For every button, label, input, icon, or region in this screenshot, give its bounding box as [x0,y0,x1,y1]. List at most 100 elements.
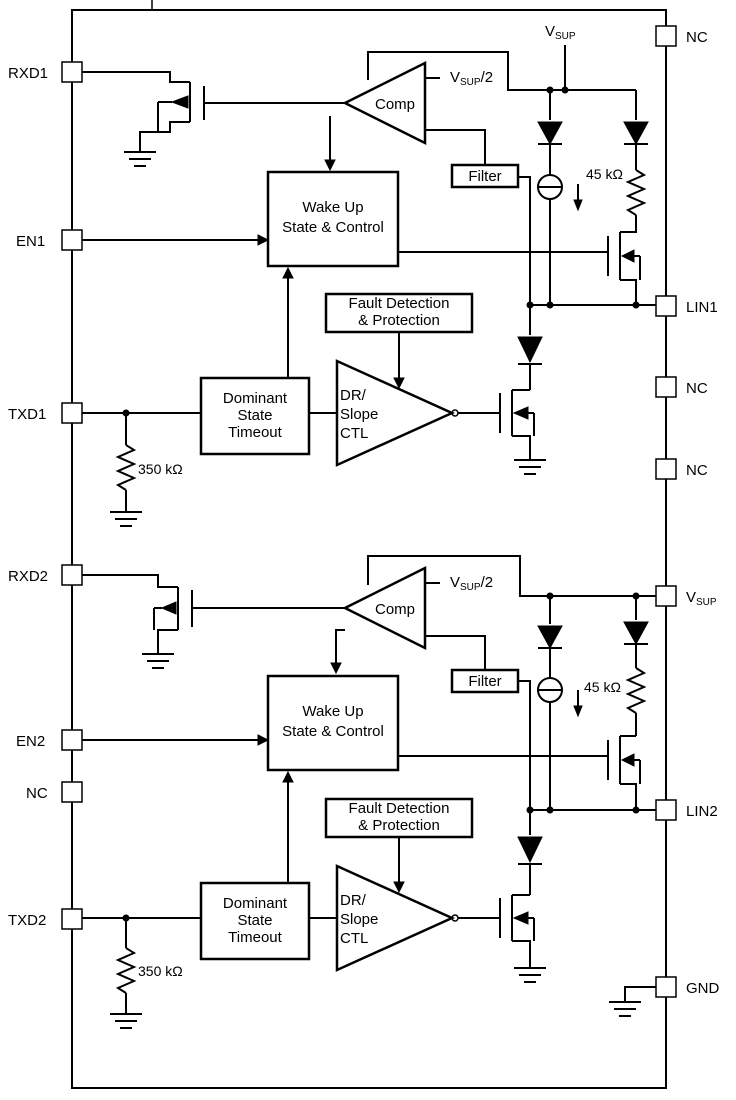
pin-nc-1: NC [655,25,708,47]
pin-rxd1: RXD1 [8,61,83,83]
ground-icon [142,653,174,669]
fault-1-line1: Fault Detection [349,295,450,312]
pin-lin1-label: LIN1 [686,299,718,316]
wake-up-block-1 [266,170,400,268]
pin-en2-label: EN2 [16,733,45,750]
diode-icon [623,121,649,146]
pin-en2: EN2 [16,729,83,751]
fault-2-line1: Fault Detection [349,800,450,817]
wake-up-1-line2: State & Control [282,219,384,236]
current-arrow-icon [573,705,583,718]
pin-txd2: TXD2 [8,908,83,930]
comparator-1-label: Comp [375,96,415,113]
dom-1-line1: Dominant [223,390,288,407]
resistor-350k-1 [115,444,137,491]
comparator-2 [342,565,427,651]
fault-detection-1 [324,292,474,334]
rxd1-wire [82,71,190,83]
resistor-45k-1-label: 45 kΩ [586,166,623,182]
dominant-timeout-2 [199,881,311,961]
wake-up-2-line2: State & Control [282,723,384,740]
pin-nc-3: NC [655,458,708,480]
resistor-350k-2-label: 350 kΩ [138,963,183,979]
comp1-to-wake-arrow [324,159,336,172]
dr-1-line3: CTL [340,425,368,442]
pin-nc-left-label: NC [26,785,48,802]
pin-txd1-label: TXD1 [8,406,46,423]
diode-icon [517,336,543,364]
channel-1: Comp VSUP/2 45 kΩ [82,45,656,527]
filter-1-label: Filter [468,168,501,185]
dr-1-line2: Slope [340,406,378,423]
pin-gnd-label: GND [686,980,720,997]
dr-slope-driver-1 [335,359,456,467]
pin-txd2-label: TXD2 [8,912,46,929]
pin-en1: EN1 [16,229,83,251]
channel-2: Comp VSUP/2 45 kΩ [82,555,656,1029]
dr-2-line1: DR/ [340,892,367,909]
pin-nc-3-label: NC [686,462,708,479]
pin-vsup-label: VSUP [686,589,717,608]
pin-lin1: LIN1 [655,295,718,317]
en1-arrow [257,234,270,246]
comparator-1 [342,60,427,146]
ground-icon [110,511,142,527]
rxd1-source-wire [139,121,190,152]
dom-2-line3: Timeout [228,929,282,946]
dr-2-line2: Slope [340,911,378,928]
pin-nc-2-label: NC [686,380,708,397]
dr-slope-driver-2 [335,864,456,972]
dom-2-line1: Dominant [223,895,288,912]
dom-1-line2: State [237,407,272,424]
ground-icon [110,1013,142,1029]
rxd2-wire [82,574,178,588]
dr-2-line3: CTL [340,930,368,947]
pin-nc-left: NC [26,781,83,803]
pin-rxd2: RXD2 [8,564,83,586]
current-arrow-icon [573,199,583,212]
filter-1 [450,163,520,189]
dr-1-line1: DR/ [340,387,367,404]
diode-icon [537,625,563,650]
diode-icon [517,836,543,864]
dom-2-line2: State [237,912,272,929]
filter-2 [450,668,520,694]
pin-lin2-label: LIN2 [686,803,718,820]
pin-lin2: LIN2 [655,799,718,821]
rxd1-fet-arrow [170,95,189,109]
pin-rxd1-label: RXD1 [8,65,48,82]
pin-vsup: VSUP [655,585,717,608]
pin-nc-2: NC [655,376,708,398]
wake-up-2-line1: Wake Up [302,703,363,720]
dom-1-line3: Timeout [228,424,282,441]
comp1-filter-wire [425,129,486,165]
pin-gnd: GND [655,976,720,998]
filter-2-label: Filter [468,673,501,690]
resistor-45k-1 [625,169,647,216]
top-vsup-label: VSUP [545,23,576,42]
chip-outline [71,9,667,1089]
pin-en1-label: EN1 [16,233,45,250]
resistor-45k-2-label: 45 kΩ [584,679,621,695]
diode-icon [623,621,649,646]
vsup-half-ref-2: VSUP/2 [450,574,493,593]
comp2-feedback-wire [367,555,656,597]
resistor-45k-2 [625,667,647,714]
resistor-350k-1-label: 350 kΩ [138,461,183,477]
pin-nc-1-label: NC [686,29,708,46]
fault-2-line2: & Protection [358,817,440,834]
diode-icon [537,121,563,146]
pin-txd1: TXD1 [8,402,83,424]
dominant-timeout-1 [199,376,311,456]
wake-up-1-line1: Wake Up [302,199,363,216]
resistor-350k-2 [115,947,137,994]
comparator-2-label: Comp [375,601,415,618]
ground-icon [124,151,156,167]
ground-icon [609,1001,641,1017]
pin-rxd2-label: RXD2 [8,568,48,585]
gnd-wire [624,986,656,1002]
wake-up-block-2 [266,674,400,772]
ground-icon [514,967,546,983]
vsup-half-ref-1: VSUP/2 [450,69,493,88]
